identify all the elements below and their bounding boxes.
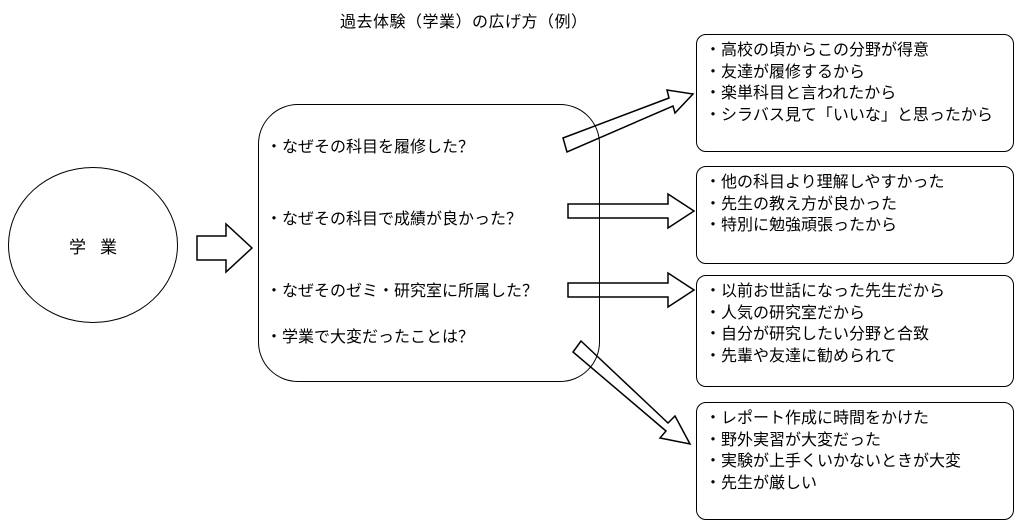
arrow-to-questions xyxy=(196,222,254,274)
answer-item: ・自分が研究したい分野と合致 xyxy=(705,324,930,343)
answer-item: ・野外実習が大変だった xyxy=(705,429,882,449)
answer-box-4: ・レポート作成に時間をかけた ・野外実習が大変だった ・実験が上手くいかないとき… xyxy=(696,402,1014,520)
answer-item: ・楽単科目と言われたから xyxy=(705,83,897,102)
answer-box-2: ・他の科目より理解しやすかった ・先生の教え方が良かった ・特別に勉強頑張ったか… xyxy=(696,166,1014,264)
answer-item: ・特別に勉強頑張ったから xyxy=(705,215,898,234)
answer-item: ・先生の教え方が良かった xyxy=(705,193,898,213)
answer-item: ・レポート作成に時間をかけた xyxy=(705,408,930,427)
answer-item: ・以前お世話になった先生だから xyxy=(705,281,946,300)
center-node-circle: 学業 xyxy=(8,167,178,323)
answer-item: ・先生が厳しい xyxy=(705,472,818,492)
arrow-to-answer-3 xyxy=(567,271,696,309)
answer-item: ・友達が履修するから xyxy=(705,61,866,81)
question-3: ・なぜそのゼミ・研究室に所属した？ xyxy=(266,281,539,300)
answer-item: ・他の科目より理解しやすかった xyxy=(705,172,945,191)
center-node-label: 学業 xyxy=(69,237,131,258)
answer-box-1: ・高校の頃からこの分野が得意 ・友達が履修するから ・楽単科目と言われたから ・… xyxy=(696,34,1014,152)
answer-box-3: ・以前お世話になった先生だから ・人気の研究室だから ・自分が研究したい分野と合… xyxy=(696,275,1014,387)
question-4: ・学業で大変だったことは？ xyxy=(266,327,475,346)
questions-box xyxy=(258,104,600,382)
arrow-to-answer-2 xyxy=(567,192,696,230)
diagram-title: 過去体験（学業）の広げ方（例） xyxy=(340,12,588,31)
answer-item: ・実験が上手くいかないときが大変 xyxy=(705,451,962,470)
question-2: ・なぜその科目で成績が良かった？ xyxy=(266,209,523,228)
answer-item: ・高校の頃からこの分野が得意 xyxy=(705,40,930,59)
answer-item: ・シラバス見て「いいな」と思ったから xyxy=(705,104,993,124)
answer-item: ・先輩や友達に勧められて xyxy=(705,345,897,365)
question-1: ・なぜその科目を履修した？ xyxy=(266,137,475,156)
answer-item: ・人気の研究室だから xyxy=(705,302,866,322)
